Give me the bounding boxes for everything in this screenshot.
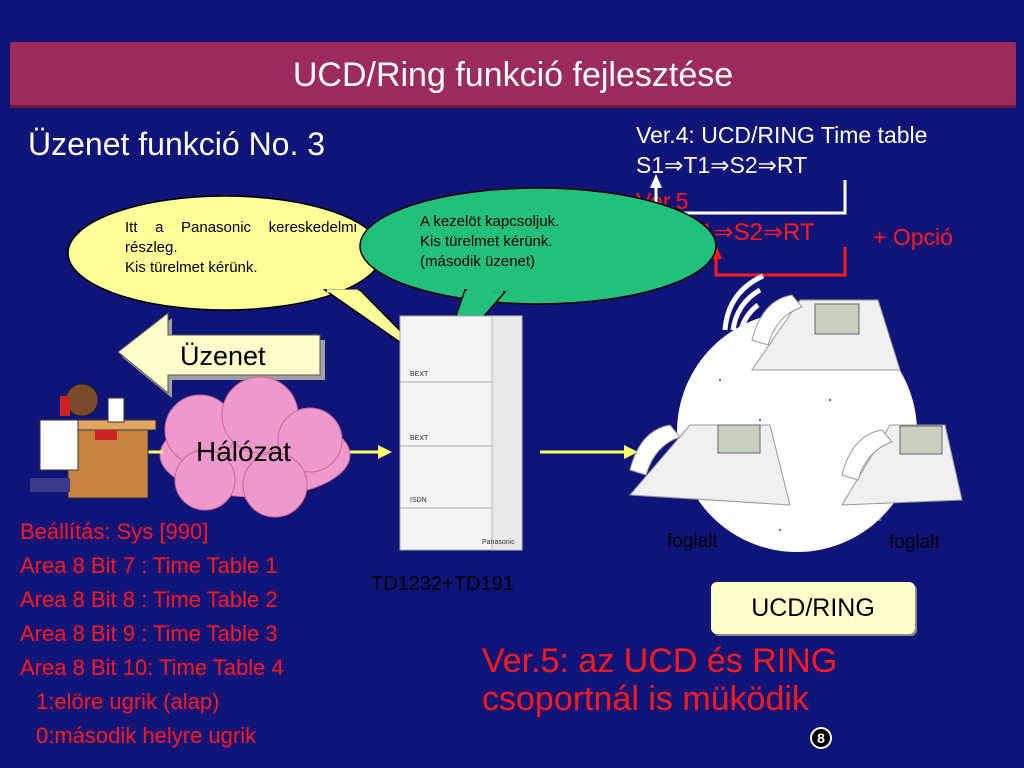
settings-line: Area 8 Bit 10: Time Table 4 xyxy=(20,655,284,680)
ringing-waves-icon xyxy=(722,273,765,331)
settings-line: Area 8 Bit 9 : Time Table 3 xyxy=(20,621,278,646)
svg-text:Panasonic: Panasonic xyxy=(482,539,515,546)
bottom-note: Ver.5: az UCD és RING csoportnál is mükö… xyxy=(482,642,837,718)
ucd-ring-box: UCD/RING xyxy=(711,582,915,634)
green-bubble-line1: A kezelöt kapcsoljuk. xyxy=(420,213,560,230)
message-arrow xyxy=(117,311,325,398)
connector-pbx-phones xyxy=(540,445,638,459)
settings-line: Area 8 Bit 7 : Time Table 1 xyxy=(20,553,278,578)
busy-label-left: foglalt xyxy=(667,531,718,552)
network-cloud xyxy=(159,376,351,518)
ver4-loop-arrow xyxy=(654,180,847,215)
settings-line: Beállítás: Sys [990] xyxy=(20,519,209,544)
pbx-model-label: TD1232+TD191 xyxy=(371,573,514,595)
svg-text:BEXT: BEXT xyxy=(410,371,429,378)
yellow-bubble-text: Itt a Panasonic kereskedelmi részleg. Ki… xyxy=(125,218,357,278)
settings-line: 0:második helyre ugrik xyxy=(36,723,257,748)
message-arrow-label: Üzenet xyxy=(180,341,266,371)
title-bar: UCD/Ring funkció fejlesztése xyxy=(10,42,1016,108)
ver4-sequence: S1⇒T1⇒S2⇒RT xyxy=(636,152,808,178)
settings-line: 1:elöre ugrik (alap) xyxy=(36,689,220,714)
ver4-title: Ver.4: UCD/RING Time table xyxy=(636,122,928,148)
green-bubble-line2: Kis türelmet kérünk. xyxy=(420,233,553,250)
person-on-phone-illustration xyxy=(30,383,157,499)
yellow-bubble-line1: Itt a Panasonic kereskedelmi részleg. xyxy=(125,219,357,256)
ver4-block: Ver.4: UCD/RING Time table S1⇒T1⇒S2⇒RT xyxy=(636,120,927,180)
green-bubble-line3: (második üzenet) xyxy=(420,253,536,270)
option-label: + Opció xyxy=(873,224,953,250)
ucd-ring-label: UCD/RING xyxy=(751,594,875,622)
settings-block: Beállítás: Sys [990] Area 8 Bit 7 : Time… xyxy=(20,515,284,753)
ver5-loop-arrow xyxy=(714,247,847,277)
desk-phone-ringing xyxy=(751,294,901,371)
green-bubble-text: A kezelöt kapcsoljuk. Kis türelmet kérün… xyxy=(420,212,620,272)
yellow-bubble-line2: Kis türelmet kérünk. xyxy=(125,259,258,276)
svg-text:ISDN: ISDN xyxy=(410,497,427,504)
desk-phone-busy-left xyxy=(628,424,791,506)
settings-line: Area 8 Bit 8 : Time Table 2 xyxy=(20,587,278,612)
busy-label-right: foglalt xyxy=(889,532,940,553)
connector-network-pbx xyxy=(350,445,392,459)
page-number: 8 xyxy=(812,729,830,747)
pbx-unit-illustration: BEXT BEXT ISDN Panasonic xyxy=(399,315,523,551)
ver4-loop-arrowhead xyxy=(650,174,662,188)
slide-subtitle: Üzenet funkció No. 3 xyxy=(28,126,326,162)
svg-text:BEXT: BEXT xyxy=(410,435,429,442)
desk-phone-busy-right xyxy=(841,424,963,506)
bottom-note-line2: csoportnál is müködik xyxy=(482,680,809,718)
network-label: Hálózat xyxy=(196,436,291,467)
bottom-note-line1: Ver.5: az UCD és RING xyxy=(482,642,838,680)
slide-title: UCD/Ring funkció fejlesztése xyxy=(292,56,734,94)
page-number-badge: 8 xyxy=(810,727,832,749)
